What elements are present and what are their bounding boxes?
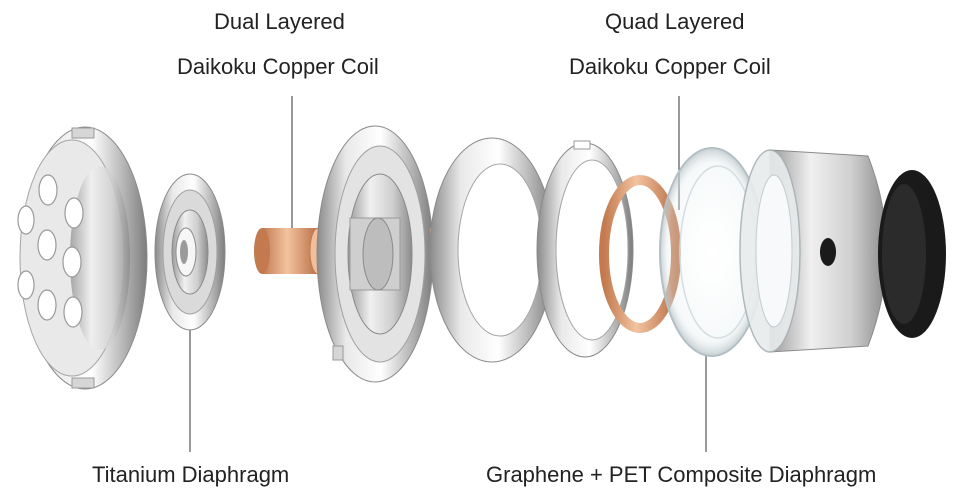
rear-housing-cup xyxy=(739,149,887,353)
silver-ring-thick xyxy=(429,137,555,363)
front-cover-plate xyxy=(17,126,148,390)
silver-ring-thin xyxy=(536,140,634,358)
label-graphene-diaphragm: Graphene + PET Composite Diaphragm xyxy=(486,462,877,487)
black-back-cap xyxy=(878,170,946,338)
label-dual-daikoku-coil: Daikoku Copper Coil xyxy=(177,54,379,79)
graphene-diaphragm-part xyxy=(659,147,765,357)
label-quad-daikoku-coil: Daikoku Copper Coil xyxy=(569,54,771,79)
dual-copper-coil-part xyxy=(254,227,327,275)
label-dual-layered: Dual Layered xyxy=(214,9,345,34)
label-quad-layered: Quad Layered xyxy=(605,9,745,34)
label-titanium-diaphragm: Titanium Diaphragm xyxy=(92,462,290,487)
titanium-diaphragm-part xyxy=(154,173,226,331)
magnet-frame-part xyxy=(316,125,438,383)
